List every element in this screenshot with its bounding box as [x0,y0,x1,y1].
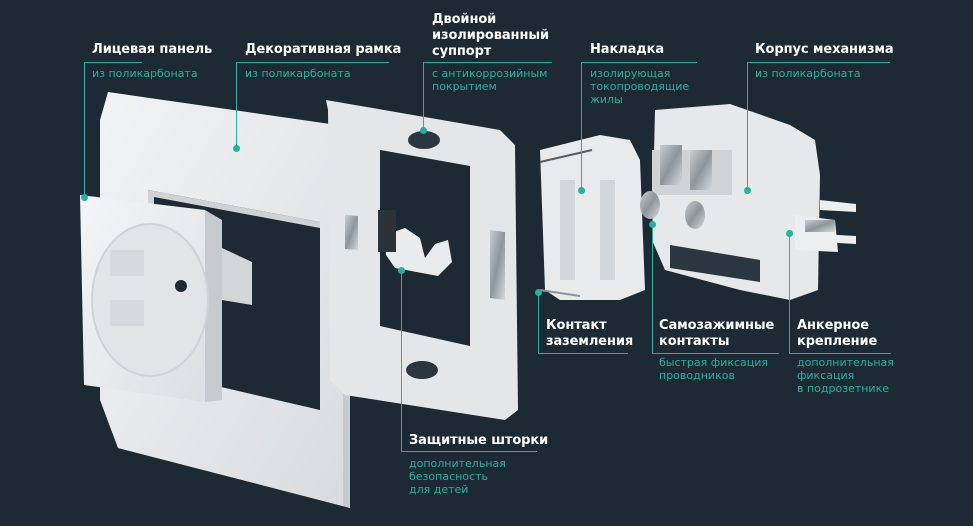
callout-self-clamping-contacts-sub: быстрая фиксация проводников [659,356,768,382]
leader-line [401,270,402,452]
callout-title-line-2: изолированный [432,28,549,43]
callout-subtitle-line-1: с антикоррозийным [432,67,548,80]
leader-dot [233,145,240,152]
callout-title-line-2: крепление [797,334,878,349]
support-frame-part [326,100,518,420]
callout-title-line-1: Самозажимные [659,318,775,333]
callout-title-line-1: Контакт [546,318,607,333]
callout-insulated-support: Двойной изолированный суппорт [432,12,549,60]
callout-subtitle: из поликарбоната [92,67,198,80]
leader-dot [420,127,427,134]
callout-mechanism-housing-sub: из поликарбоната [755,67,861,80]
leader-line [652,224,653,354]
callout-title-line-3: суппорт [432,44,492,59]
callout-cover-plate-sub: изолирующая токопроводящие жилы [590,67,689,106]
leader-line-top [581,62,697,63]
callout-title: Лицевая панель [92,42,213,57]
callout-title-line-1: Двойной [432,12,497,27]
callout-face-panel-sub: из поликарбоната [92,67,198,80]
callout-safety-shutters: Защитные шторки [409,433,548,449]
callout-title: Накладка [590,42,665,57]
callout-ground-contact: Контакт заземления [546,318,633,350]
leader-line [581,62,582,190]
leader-line-bottom [652,353,779,354]
callout-title: Декоративная рамка [245,42,402,57]
callout-subtitle-line-2: фиксация [797,369,855,382]
leader-line-top [423,62,552,63]
callout-subtitle-line-1: изолирующая [590,67,671,80]
callout-title-line-1: Анкерное [797,318,869,333]
callout-self-clamping-contacts: Самозажимные контакты [659,318,774,350]
cover-plate-part [539,135,645,300]
callout-title-line-2: контакты [659,334,730,349]
leader-line [747,62,748,190]
callout-subtitle: из поликарбоната [245,67,351,80]
leader-dot [744,187,751,194]
face-panel-part [80,195,252,402]
callout-mechanism-housing: Корпус механизма [755,42,894,58]
leader-line-top [236,62,389,63]
callout-insulated-support-sub: с антикоррозийным покрытием [432,67,547,93]
callout-subtitle-line-2: токопроводящие [590,80,690,93]
leader-line-top [747,62,890,63]
leader-line [423,62,424,130]
callout-title-line-2: заземления [546,334,634,349]
leader-dot [578,187,585,194]
callout-decorative-frame: Декоративная рамка [245,42,401,58]
callout-cover-plate: Накладка [590,42,664,58]
leader-line-bottom [789,353,891,354]
leader-line-top [84,62,142,63]
leader-line [538,292,539,354]
callout-subtitle-line-2: безопасность [409,470,488,483]
callout-subtitle: из поликарбоната [755,67,861,80]
callout-subtitle-line-1: дополнительная [797,356,894,369]
callout-subtitle-line-3: в подрозетнике [797,382,889,395]
callout-face-panel: Лицевая панель [92,42,212,58]
callout-title: Корпус механизма [755,42,894,57]
callout-subtitle-line-1: быстрая фиксация [659,356,769,369]
callout-subtitle-line-3: жилы [590,93,623,106]
callout-subtitle-line-2: покрытием [432,80,497,93]
callout-subtitle-line-1: дополнительная [409,457,506,470]
leader-line-bottom [401,451,537,452]
callout-subtitle-line-2: проводников [659,369,735,382]
callout-anchor-mount: Анкерное крепление [797,318,877,350]
callout-title: Защитные шторки [409,433,549,448]
callout-subtitle-line-3: для детей [409,483,469,496]
callout-decorative-frame-sub: из поликарбоната [245,67,351,80]
leader-dot [81,194,88,201]
callout-safety-shutters-sub: дополнительная безопасность для детей [409,457,506,496]
leader-line-bottom [538,353,628,354]
leader-line [84,62,85,197]
callout-anchor-mount-sub: дополнительная фиксация в подрозетнике [797,356,894,395]
leader-line [789,233,790,354]
leader-line [236,62,237,148]
mechanism-housing-part [640,104,856,300]
